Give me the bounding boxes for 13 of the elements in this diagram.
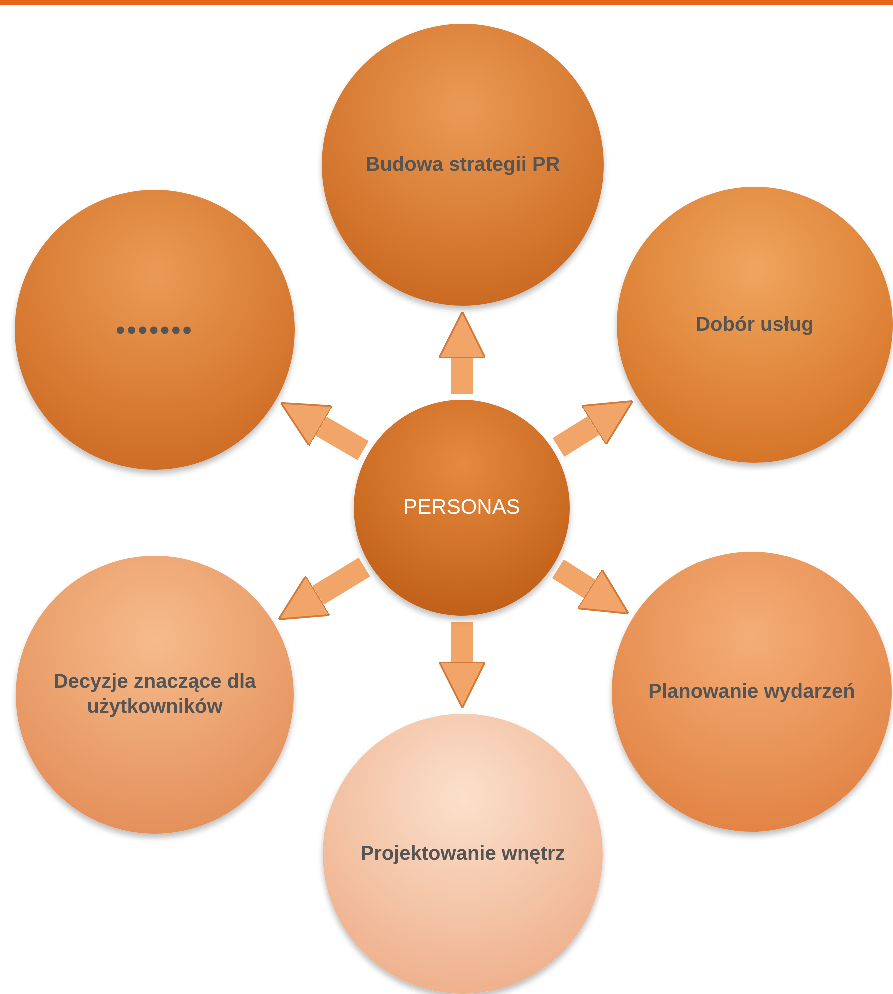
- node-label: Budowa strategii PR: [364, 152, 562, 178]
- block-arrow: [278, 558, 370, 620]
- block-arrow: [438, 622, 486, 709]
- block-arrow: [438, 311, 486, 394]
- node-label: •••••••: [115, 314, 195, 346]
- block-arrow: [552, 400, 634, 457]
- block-arrow: [552, 560, 630, 615]
- node-label: Decyzje znaczące dla użytkowników: [52, 670, 258, 720]
- node-label: Planowanie wydarzeń: [648, 680, 856, 704]
- node-label: PERSONAS: [402, 494, 522, 521]
- node-label: Dobór usług: [695, 312, 815, 338]
- block-arrow: [280, 402, 369, 460]
- node-label: Projektowanie wnętrz: [360, 842, 566, 866]
